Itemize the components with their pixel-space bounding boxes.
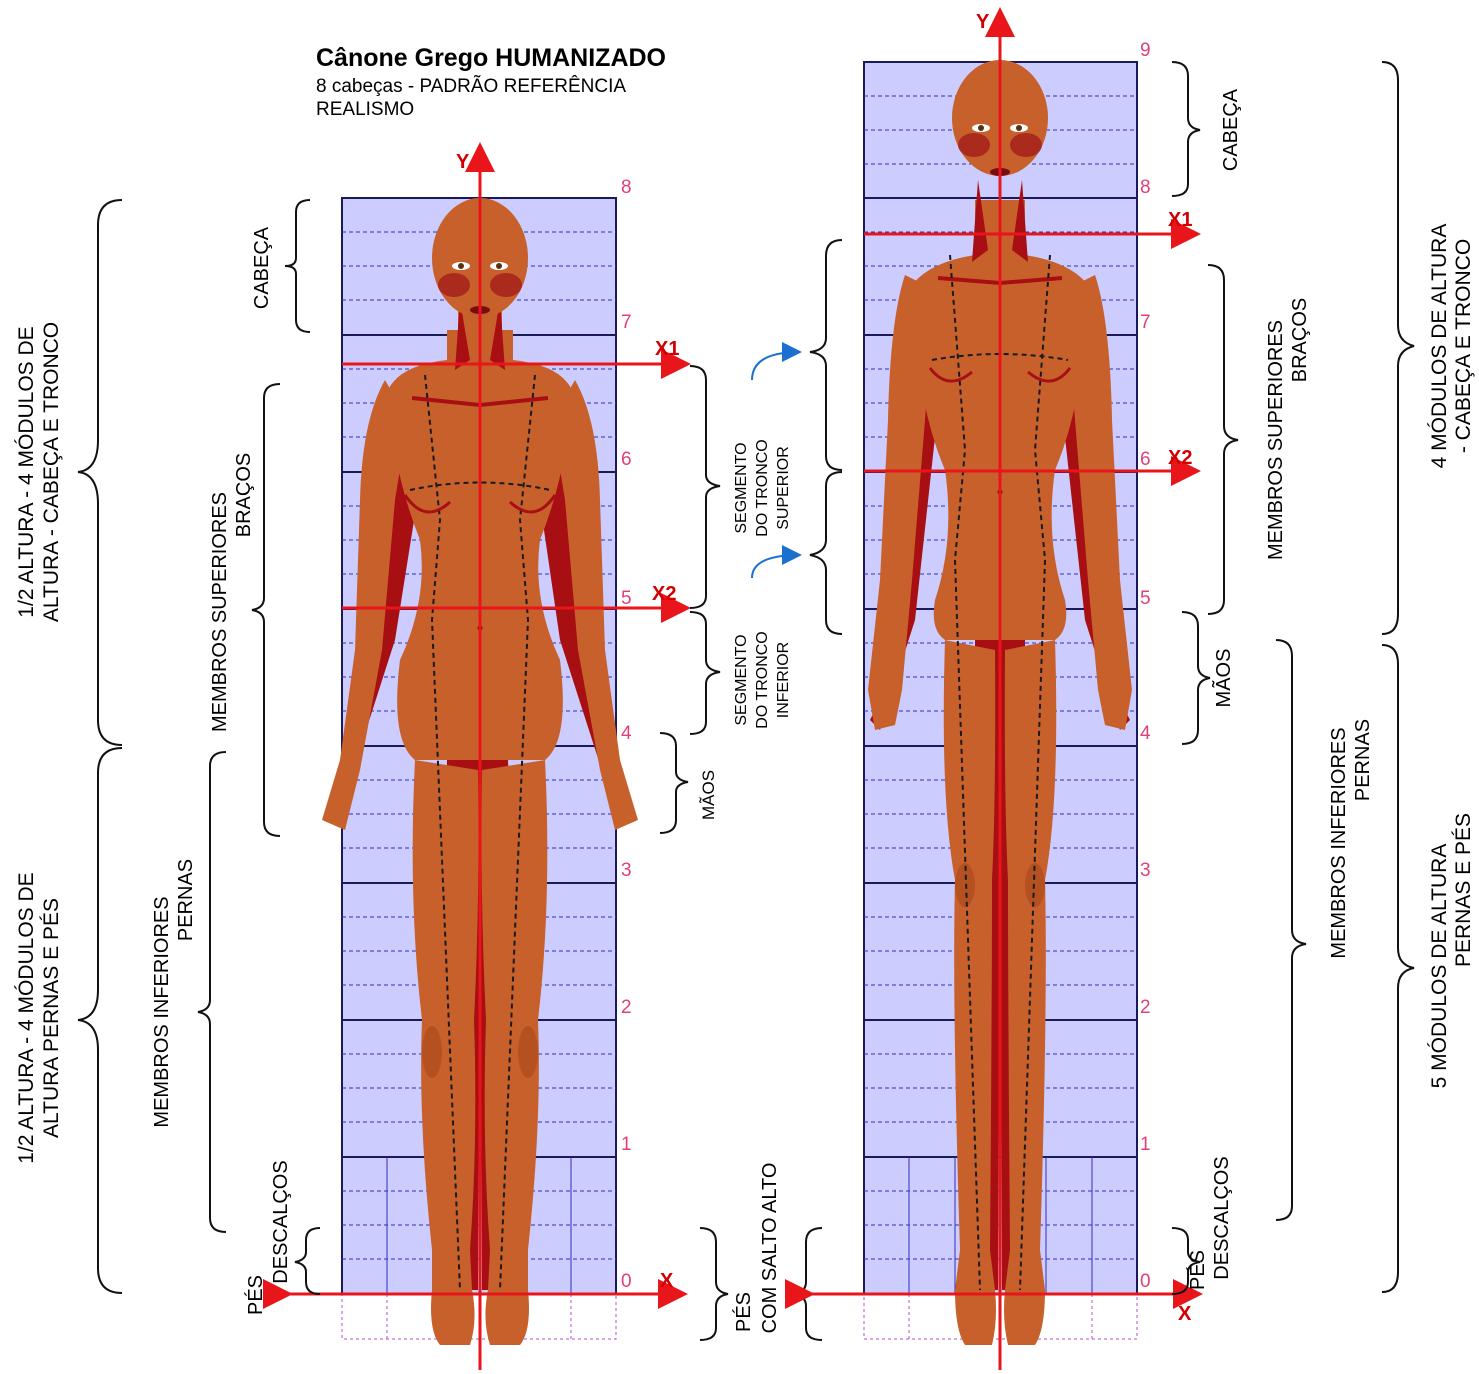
right-num-1: 1 (1140, 1134, 1151, 1155)
right-membros-sup-line2: BRAÇOS (1289, 298, 1311, 382)
tronco-sup-line2: DO TRONCO (754, 439, 771, 536)
right-num-9: 9 (1140, 40, 1151, 61)
left-membros-inf-line1: MEMBROS INFERIORES (151, 896, 173, 1127)
left-x-label: X (660, 1270, 674, 1292)
right-membros-inf-line2: PERNAS (1352, 719, 1374, 801)
tronco-sup-line1: SEGMENTO (733, 442, 750, 533)
right-num-4: 4 (1140, 723, 1151, 744)
left-pes-line1: PÉS (244, 1275, 267, 1315)
right-bottom-line2: PERNAS E PÉS (1452, 813, 1475, 967)
left-num-3: 3 (621, 860, 632, 881)
arrow-tronco-inf (752, 555, 800, 578)
title-realismo: REALISMO (316, 99, 414, 120)
right-x2-label: X2 (1168, 447, 1192, 469)
half-bottom-line2: ALTURA PERNAS E PÉS (40, 898, 63, 1138)
left-maos-label: MÃOS (699, 770, 718, 820)
title-block: Cânone Grego HUMANIZADO 8 cabeças - PADR… (316, 44, 666, 120)
right-cabeca-label: CABEÇA (1220, 88, 1242, 171)
arrow-tronco-sup (752, 352, 800, 380)
left-num-0: 0 (621, 1271, 632, 1292)
half-bottom-line1: 1/2 ALTURA - 4 MÓDULOS DE (15, 872, 38, 1163)
left-y-label: Y (456, 151, 470, 173)
right-top-line2: - CABEÇA E TRONCO (1452, 239, 1475, 453)
left-num-8: 8 (621, 177, 632, 198)
right-x-label: X (1178, 1303, 1192, 1325)
left-num-5: 5 (621, 588, 632, 609)
salto-line2: COM SALTO ALTO (759, 1163, 781, 1334)
right-membros-inf-line1: MEMBROS INFERIORES (1328, 727, 1350, 958)
half-top-line2: ALTURA - CABEÇA E TRONCO (40, 322, 63, 622)
left-num-2: 2 (621, 997, 632, 1018)
left-membros-inf-line2: PERNAS (175, 859, 197, 941)
left-membros-sup-line2: BRAÇOS (233, 453, 255, 537)
tronco-inf-line1: SEGMENTO (733, 634, 750, 725)
tronco-inf-line2: DO TRONCO (754, 631, 771, 728)
right-num-7: 7 (1140, 312, 1151, 333)
left-membros-sup-line1: MEMBROS SUPERIORES (209, 492, 231, 732)
title-main: Cânone Grego HUMANIZADO (316, 44, 666, 72)
right-bottom-line1: 5 MÓDULOS DE ALTURA (1428, 844, 1451, 1089)
left-module-numbers: 0 1 2 3 4 5 6 7 8 (621, 177, 632, 1292)
right-x1-label: X1 (1168, 209, 1192, 231)
tronco-sup-line3: SUPERIOR (775, 446, 792, 530)
right-maos-label: MÃOS (1211, 649, 1235, 708)
left-cabeca-label: CABEÇA (251, 226, 273, 309)
left-num-4: 4 (621, 723, 632, 744)
right-pes-line1: PÉS (1186, 1250, 1209, 1290)
left-num-1: 1 (621, 1134, 632, 1155)
middle-labels: SEGMENTO DO TRONCO SUPERIOR SEGMENTO DO … (732, 240, 842, 1340)
right-rotated-labels: CABEÇA MEMBROS SUPERIORES BRAÇOS MÃOS ME… (1186, 88, 1475, 1290)
right-module-numbers: 0 1 2 3 4 5 6 7 8 9 (1140, 40, 1151, 1292)
right-num-0: 0 (1140, 1271, 1151, 1292)
left-pes-line2: DESCALÇOS (270, 1160, 292, 1283)
right-y-label: Y (976, 11, 990, 33)
half-top-line1: 1/2 ALTURA - 4 MÓDULOS DE (15, 326, 38, 617)
right-num-6: 6 (1140, 449, 1151, 470)
left-x2-label: X2 (652, 583, 676, 605)
right-membros-sup-line1: MEMBROS SUPERIORES (1265, 320, 1287, 560)
left-x1-label: X1 (655, 338, 679, 360)
tronco-inf-line3: INFERIOR (775, 642, 792, 718)
right-num-3: 3 (1140, 860, 1151, 881)
right-num-2: 2 (1140, 997, 1151, 1018)
left-num-7: 7 (621, 312, 632, 333)
left-num-6: 6 (621, 449, 632, 470)
right-braces (1172, 62, 1414, 1294)
right-pes-line2: DESCALÇOS (1211, 1156, 1233, 1279)
right-num-8: 8 (1140, 177, 1151, 198)
salto-line1: PÉS (732, 1292, 755, 1332)
title-subtitle: 8 cabeças - PADRÃO REFERÊNCIA (316, 75, 626, 97)
right-num-5: 5 (1140, 588, 1151, 609)
right-top-line1: 4 MÓDULOS DE ALTURA (1428, 224, 1451, 469)
